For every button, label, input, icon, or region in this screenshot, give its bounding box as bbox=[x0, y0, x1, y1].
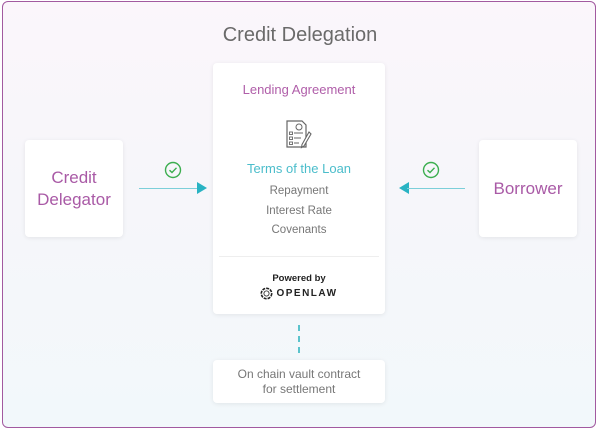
arrow-right bbox=[139, 188, 199, 189]
openlaw-logo-icon bbox=[260, 287, 273, 300]
settlement-contract-box: On chain vault contract for settlement bbox=[213, 360, 385, 403]
arrow-right-head-icon bbox=[197, 182, 207, 194]
divider bbox=[219, 256, 379, 257]
dashed-connector bbox=[298, 325, 300, 353]
document-contract-icon bbox=[286, 120, 312, 149]
terms-heading: Terms of the Loan bbox=[246, 161, 352, 176]
credit-delegator-label-line1: Credit bbox=[51, 167, 97, 187]
openlaw-brand: OPENLAW bbox=[213, 287, 385, 300]
settlement-line1: On chain vault contract bbox=[237, 366, 361, 381]
settlement-line2: for settlement bbox=[262, 381, 336, 396]
check-circle-icon bbox=[164, 161, 182, 179]
diagram-title: Credit Delegation bbox=[222, 24, 378, 46]
term-item: Repayment bbox=[269, 185, 329, 197]
lending-agreement-card: Lending Agreement Terms of the Loan Repa… bbox=[213, 63, 385, 314]
borrower-box: Borrower bbox=[479, 140, 577, 237]
borrower-label: Borrower bbox=[493, 178, 563, 198]
powered-by-label: Powered by bbox=[272, 273, 326, 284]
arrow-left bbox=[407, 188, 465, 189]
term-item: Covenants bbox=[271, 224, 327, 236]
check-circle-icon bbox=[422, 161, 440, 179]
term-item: Interest Rate bbox=[266, 205, 332, 217]
credit-delegator-box: Credit Delegator bbox=[25, 140, 123, 237]
lending-agreement-heading: Lending Agreement bbox=[242, 82, 356, 97]
credit-delegator-label-line2: Delegator bbox=[37, 189, 111, 209]
arrow-left-head-icon bbox=[399, 182, 409, 194]
openlaw-brand-text: OPENLAW bbox=[276, 288, 338, 299]
